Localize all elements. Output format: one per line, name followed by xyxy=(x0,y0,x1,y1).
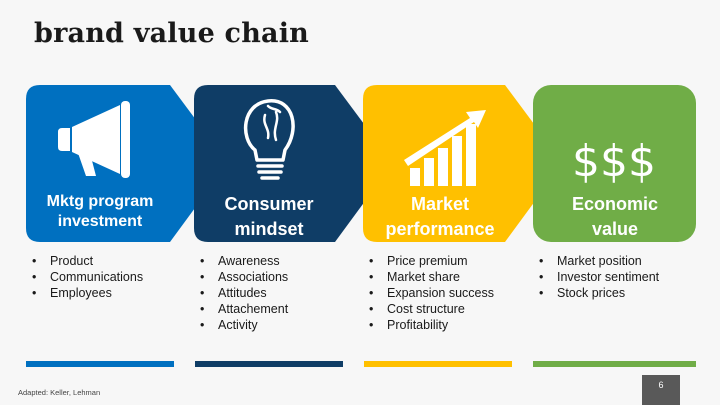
stage-2-label-line1: Consumer xyxy=(224,194,314,214)
list-item: Attitudes xyxy=(196,285,356,301)
stage-3-label-line2: performance xyxy=(385,219,495,239)
list-item: Product xyxy=(28,253,188,269)
list-item: Expansion success xyxy=(365,285,525,301)
stage-4-bar xyxy=(533,361,696,367)
list-item: Attachement xyxy=(196,301,356,317)
page-number: 6 xyxy=(642,375,680,405)
list-item: Investor sentiment xyxy=(535,269,705,285)
list-item: Price premium xyxy=(365,253,525,269)
stage-4-label: Economic value xyxy=(548,192,682,242)
stage-3-label: Market performance xyxy=(370,192,510,242)
dollar-signs-icon: $$$ xyxy=(572,136,656,187)
stage-3-bar xyxy=(364,361,512,367)
stage-2-bullets: Awareness Associations Attitudes Attache… xyxy=(196,253,356,333)
lightbulb-brain-icon xyxy=(243,99,295,180)
stage-4-label-line2: value xyxy=(591,219,639,239)
stage-2-label-line2: mindset xyxy=(234,219,304,239)
list-item: Profitability xyxy=(365,317,525,333)
stage-2-chevron xyxy=(194,85,393,242)
source-note: Adapted: Keller, Lehman xyxy=(18,388,101,397)
stage-3-bullets: Price premium Market share Expansion suc… xyxy=(365,253,525,333)
stage-3-chevron xyxy=(363,85,563,242)
stage-1-bullets: Product Communications Employees xyxy=(28,253,188,301)
list-item: Cost structure xyxy=(365,301,525,317)
list-item: Communications xyxy=(28,269,188,285)
list-item: Associations xyxy=(196,269,356,285)
stage-1-label-line1: Mktg program xyxy=(46,193,154,210)
stage-4-label-line1: Economic xyxy=(571,194,659,214)
stage-1-bar xyxy=(26,361,174,367)
stage-1-label-line2: investment xyxy=(57,213,143,230)
stage-4-box xyxy=(533,85,696,242)
list-item: Awareness xyxy=(196,253,356,269)
list-item: Activity xyxy=(196,317,356,333)
stage-1-label: Mktg program investment xyxy=(40,192,160,232)
stage-2-label: Consumer mindset xyxy=(204,192,334,242)
list-item: Employees xyxy=(28,285,188,301)
stage-4-bullets: Market position Investor sentiment Stock… xyxy=(535,253,705,301)
stage-2-bar xyxy=(195,361,343,367)
growth-chart-icon xyxy=(404,110,486,186)
megaphone-icon xyxy=(58,101,130,178)
list-item: Market position xyxy=(535,253,705,269)
list-item: Stock prices xyxy=(535,285,705,301)
list-item: Market share xyxy=(365,269,525,285)
stage-3-label-line1: Market xyxy=(410,194,470,214)
slide-title: brand value chain xyxy=(34,18,310,49)
